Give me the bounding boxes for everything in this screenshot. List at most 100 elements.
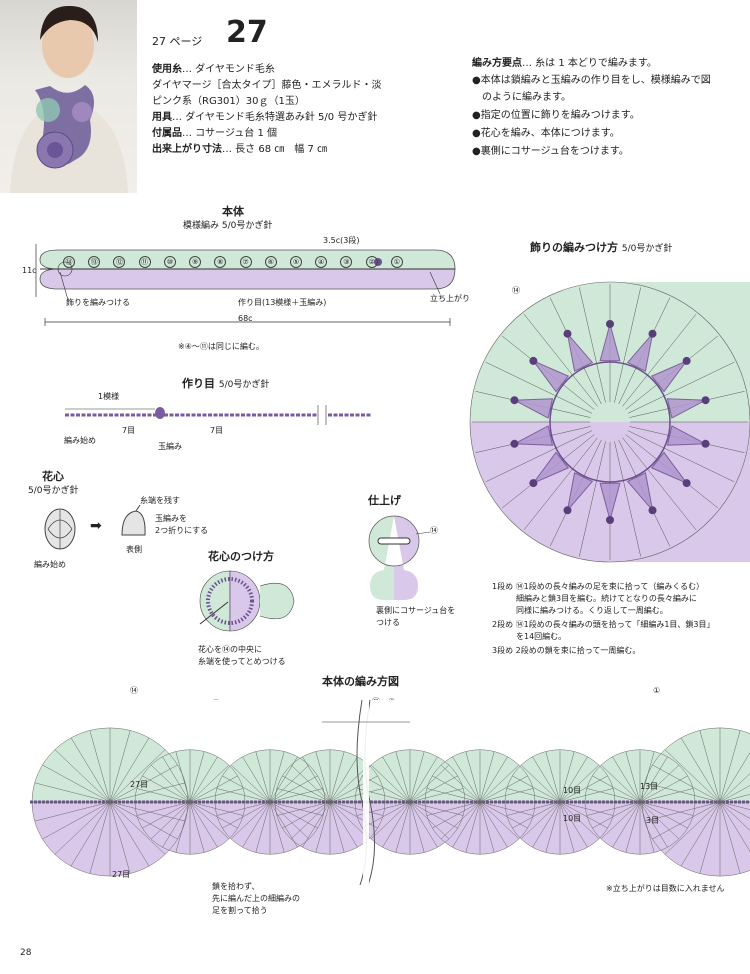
petal-dot <box>510 396 519 405</box>
module-num: ④ <box>315 256 328 268</box>
flower-center-start: 編み始め <box>34 560 66 569</box>
stitch-line <box>719 794 750 803</box>
stitch-line <box>559 801 575 853</box>
chart-row-27-bot: 27目 <box>112 870 131 879</box>
chart-row-10-bot: 10目 <box>563 814 582 823</box>
petal-dot <box>701 439 710 448</box>
stitch-line <box>452 756 481 803</box>
decoration-round-3: 3段め 2段めの鎖を束に拾って一周編む。 <box>492 646 641 655</box>
stitch-line <box>142 801 191 829</box>
stitch-line <box>89 801 111 874</box>
stitch-line <box>34 782 111 803</box>
stitch-line <box>559 801 608 829</box>
flower-center-subtitle: 5/0号かぎ針 <box>28 486 79 496</box>
petal-shape <box>650 359 689 393</box>
stitch-line <box>479 788 534 803</box>
foundation-start: 編み始め <box>64 436 96 445</box>
chart-row-10-top: 10目 <box>563 786 582 795</box>
flower-center-title: 花心 <box>42 470 64 483</box>
scallop-top <box>642 727 750 802</box>
stitch-line <box>409 801 450 840</box>
points-item-5: ●裏側にコサージュ台をつけます。 <box>472 146 629 157</box>
stitch-line <box>559 801 600 840</box>
stitch-line <box>370 764 411 803</box>
petal-dot <box>529 356 538 365</box>
spec-accessory: 付属品… コサージュ台 1 個 <box>152 128 277 139</box>
stitch-line <box>290 801 331 840</box>
stitch-line <box>109 801 131 874</box>
stitch-line <box>559 788 614 803</box>
stitch-line <box>520 764 561 803</box>
stitch-line <box>719 773 750 803</box>
stitch-line <box>162 801 191 848</box>
chart-note-2: 先に編んだ上の細編みの <box>212 894 300 903</box>
stitch-line <box>612 756 641 803</box>
page-number: 28 <box>20 948 32 958</box>
stitch-line <box>362 801 411 829</box>
petal-dot <box>563 506 572 515</box>
stitch-line <box>680 737 721 803</box>
module-num: ⑭ <box>63 256 75 268</box>
stitch-line <box>639 764 680 803</box>
flower-center-folded-drawing <box>121 505 146 536</box>
stitch-line <box>109 801 186 822</box>
stitch-line <box>109 801 178 840</box>
stitch-line <box>382 801 411 848</box>
stitch-line <box>230 764 271 803</box>
module-num: ③ <box>340 256 353 268</box>
stitch-line <box>559 756 588 803</box>
spoke-line <box>627 361 735 414</box>
stitch-line <box>109 737 150 803</box>
spoke-line <box>627 430 735 483</box>
spec-yarn: 使用糸… ダイヤモンド毛糸 <box>152 64 275 75</box>
stitch-line <box>282 775 331 803</box>
stitch-line <box>409 801 464 816</box>
stitch-line <box>302 801 331 848</box>
stitch-line <box>592 801 641 829</box>
chart-num: ⑭ <box>130 686 138 695</box>
body-module-numbers: ⑭ ⑬ ⑫ ⑪ ⑩ ⑨ ⑧ ⑦ ⑥ ⑤ ④ ③ ② ① <box>63 256 403 268</box>
spoke-line <box>523 313 598 407</box>
decoration-round-1b: 細編みと鎖3目を編む。続けてとなりの長々編みに <box>492 594 697 603</box>
finishing-title: 仕上げ <box>368 494 401 507</box>
stitch-line <box>269 801 285 853</box>
flower-center-fold-2: 2つ折りにする <box>155 526 209 535</box>
decoration-ref: ⑭ <box>512 286 520 295</box>
stitch-line <box>639 801 680 840</box>
stitch-line <box>89 730 111 803</box>
finishing-drawing <box>368 515 431 600</box>
stitch-line <box>592 775 641 803</box>
stitch-line <box>465 801 481 853</box>
foundation-one-repeat: 1模様 <box>98 392 120 401</box>
spec-tools: 用具… ダイヤモンド毛糸特選あみ針 5/0 号かぎ針 <box>152 112 378 123</box>
body-dim-35: 3.5c(3段) <box>323 236 360 245</box>
stitch-line <box>269 788 324 803</box>
stitch-line <box>189 801 238 829</box>
stitch-line <box>315 751 331 803</box>
stitch-line <box>719 801 750 831</box>
stitch-line <box>532 801 561 848</box>
body-height: 11c <box>22 266 37 275</box>
petal-shape <box>531 359 570 393</box>
stitch-line <box>269 801 318 829</box>
stitch-line <box>329 801 384 816</box>
module-num: ⑪ <box>138 256 151 268</box>
petal-dot <box>510 439 519 448</box>
module-num: ⑫ <box>113 256 126 268</box>
stitch-line <box>639 775 688 803</box>
stitch-line <box>222 801 271 829</box>
stitch-line <box>409 751 425 803</box>
stitch-line <box>269 801 298 848</box>
petal-shape <box>599 482 621 522</box>
body-width: 68c <box>238 314 253 323</box>
petal-shape <box>512 425 554 446</box>
stitch-line <box>479 756 508 803</box>
petal-dot <box>648 506 657 515</box>
stitch-line <box>452 801 481 848</box>
stitch-line <box>506 788 561 803</box>
stitch-line <box>269 801 324 816</box>
petal-shape <box>566 472 594 513</box>
stitch-line <box>329 801 345 853</box>
stitch-line <box>625 751 641 803</box>
stitch-line <box>559 775 608 803</box>
